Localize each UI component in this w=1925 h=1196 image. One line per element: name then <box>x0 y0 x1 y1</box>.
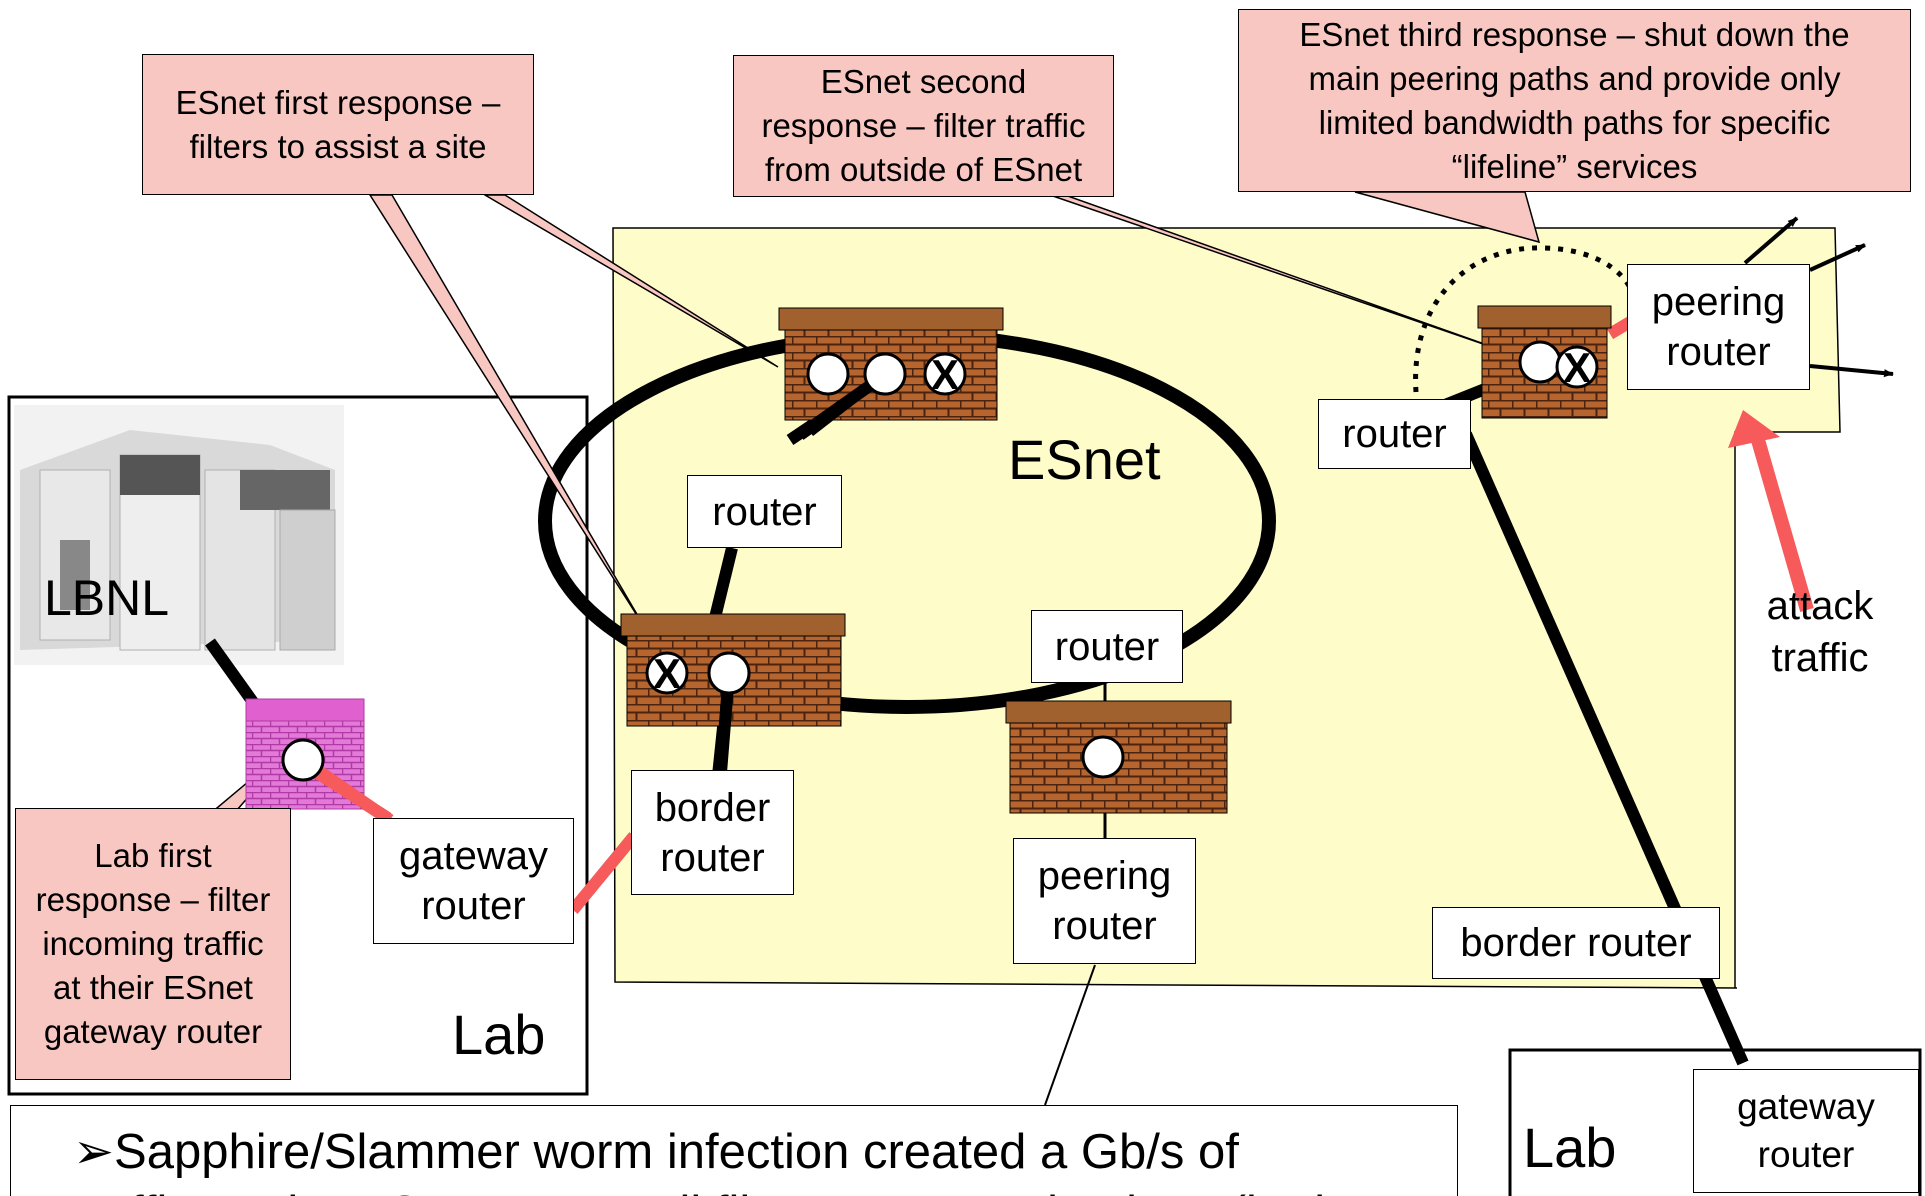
esnet-label: ESnet <box>1008 428 1161 491</box>
peering-router-bottom: peering router <box>1013 838 1196 964</box>
lifeline-path <box>1413 245 1639 393</box>
router-right: router <box>1318 399 1471 469</box>
router-bottom: router <box>1031 610 1183 683</box>
block-mark-left: X <box>653 650 681 697</box>
filter-pass-bottom <box>1081 735 1125 779</box>
gateway-router-right: gateway router <box>1693 1069 1919 1193</box>
filter-pass-lab-top <box>281 738 325 782</box>
lbnl-computer-image <box>14 405 344 665</box>
peering-arrow-3 <box>1809 364 1894 378</box>
peering-router-top-right: peering router <box>1627 264 1810 390</box>
block-mark-top: X <box>931 351 959 398</box>
pointer-first-response-b <box>368 194 646 629</box>
pointer-bottom-text <box>1044 964 1096 1106</box>
border-router-left: border router <box>631 770 794 895</box>
pointer-first-response-a <box>482 194 779 368</box>
filter-pass-right <box>1518 340 1562 384</box>
filter-block-right <box>1555 345 1599 389</box>
peering-arrow-1 <box>1743 216 1799 265</box>
lbnl-label: LBNL <box>44 570 170 626</box>
filter-pass-top-2-top <box>863 352 907 396</box>
filter-block-top <box>923 352 967 396</box>
callout-first-response: ESnet first response – filters to assist… <box>142 54 534 195</box>
block-mark-right: X <box>1563 344 1591 391</box>
gateway-router-left: gateway router <box>373 818 574 944</box>
router-left: router <box>687 475 842 548</box>
bottom-text-box: ➢Sapphire/Slammer worm infection created… <box>10 1105 1458 1196</box>
attack-path-gateway-border <box>568 832 639 914</box>
attack-traffic-label: attack traffic <box>1766 584 1874 680</box>
lab-left-label: Lab <box>452 1003 546 1066</box>
callout-third-response: ESnet third response – shut down the mai… <box>1238 9 1911 192</box>
callout-second-response: ESnet second response – filter traffic f… <box>733 55 1114 197</box>
attack-traffic-arrowhead <box>1728 410 1780 448</box>
bottom-bullet-text: ➢Sapphire/Slammer worm infection created… <box>73 1125 1341 1196</box>
link-lbnl-lab-firewall <box>205 638 260 709</box>
callout-lab-response: Lab first response – filter incoming tra… <box>15 808 291 1080</box>
peering-arrow-2 <box>1809 243 1866 272</box>
attack-traffic-arrow-shaft <box>1751 438 1814 612</box>
pointer-third-response <box>1354 191 1541 244</box>
filter-pass-left-top <box>707 651 751 695</box>
border-router-right: border router <box>1432 907 1720 979</box>
filter-pass-top-1 <box>806 352 850 396</box>
lab-right-label: Lab <box>1523 1116 1617 1179</box>
filter-block-left <box>645 651 689 695</box>
attack-path-peering-top <box>1606 316 1634 340</box>
